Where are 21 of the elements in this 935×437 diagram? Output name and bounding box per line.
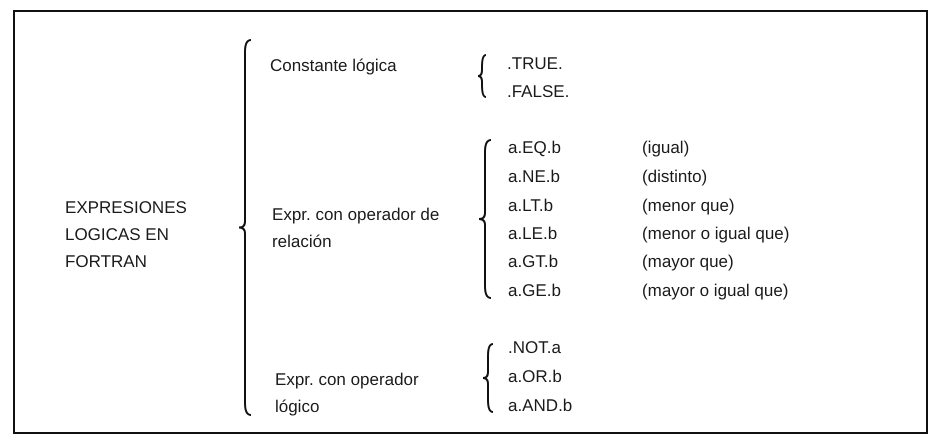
label-text: Constante lógica — [270, 55, 397, 77]
label-text: a.NE.b — [508, 166, 560, 188]
label-text: (mayor que) — [642, 251, 734, 273]
label-text: (igual) — [642, 137, 690, 159]
label-text: a.GT.b — [508, 251, 558, 273]
label-text: (mayor o igual que) — [642, 280, 788, 302]
label-text: (menor que) — [642, 195, 735, 217]
label-text: a.AND.b — [508, 395, 572, 417]
label-text: a.GE.b — [508, 280, 561, 302]
label-text: Expr. con operador de relación — [272, 204, 440, 253]
label-text: a.LE.b — [508, 223, 558, 245]
label-text: .NOT.a — [508, 337, 561, 359]
label-text: (distinto) — [642, 166, 708, 188]
label-text: (menor o igual que) — [642, 223, 790, 245]
label-text: Expr. con operador lógico — [275, 369, 420, 418]
label-text: a.EQ.b — [508, 137, 561, 159]
label-text: .FALSE. — [507, 81, 570, 103]
label-text: a.LT.b — [508, 195, 554, 217]
label-text: a.OR.b — [508, 366, 562, 388]
heading-text: EXPRESIONES LOGICAS EN FORTRAN — [65, 197, 188, 273]
label-text: .TRUE. — [507, 53, 563, 75]
